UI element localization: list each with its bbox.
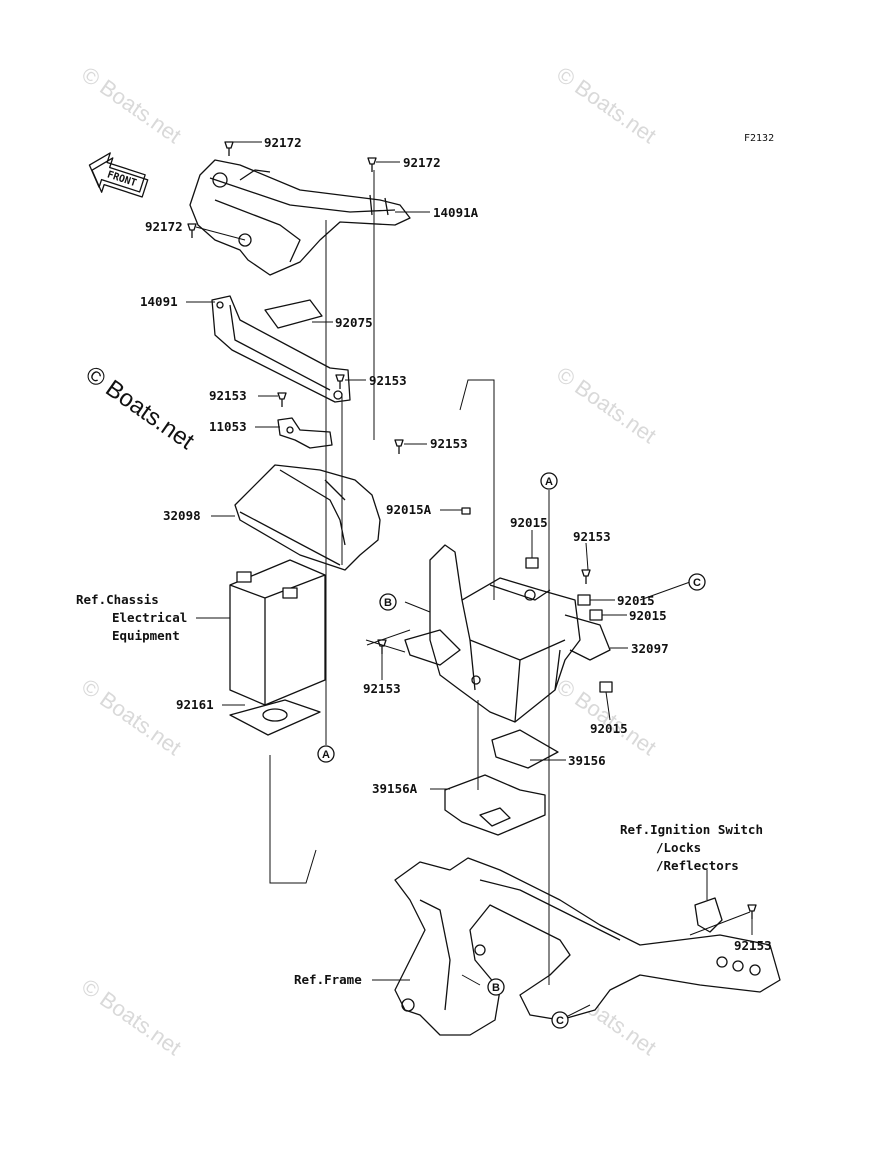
ref-chassis-line2: Electrical	[112, 610, 187, 625]
screw-icons-upper	[187, 141, 471, 515]
figure-code: F2132	[744, 133, 774, 144]
callout-b-lower: B	[487, 978, 505, 996]
label-92153-d: 92153	[573, 529, 611, 544]
cover-14091A	[189, 159, 411, 276]
mat-39156A	[444, 774, 546, 836]
svg-text:C: C	[693, 577, 701, 589]
tray-92161	[229, 699, 321, 736]
label-32097: 32097	[631, 641, 669, 656]
leader-lines	[186, 141, 753, 1021]
callout-c-lower: C	[551, 1011, 569, 1029]
bracket-14091	[211, 295, 351, 403]
label-92015A: 92015A	[386, 502, 432, 517]
label-14091: 14091	[140, 294, 178, 309]
label-92153-b: 92153	[209, 388, 247, 403]
svg-text:A: A	[545, 476, 553, 488]
label-92015-top: 92015	[510, 515, 548, 530]
plate-92075	[264, 299, 323, 329]
label-39156: 39156	[568, 753, 606, 768]
label-92015-r2: 92015	[629, 608, 667, 623]
battery-ref-chassis	[229, 559, 326, 706]
ref-ignition-line3: /Reflectors	[656, 858, 739, 873]
battery-case-32097	[404, 544, 611, 723]
ref-labels: Ref.Chassis Electrical Equipment Ref.Ign…	[76, 592, 763, 987]
part-labels: 92172 92172 92172 14091A 14091 92075 921…	[140, 135, 772, 953]
callout-c-upper: C	[688, 573, 706, 591]
front-arrow-icon: FRONT	[88, 152, 149, 198]
label-11053: 11053	[209, 419, 247, 434]
label-92172-top: 92172	[264, 135, 302, 150]
label-92153-f: 92153	[734, 938, 772, 953]
ref-frame: Ref.Frame	[294, 972, 362, 987]
bracket-11053	[277, 417, 333, 449]
watermark: © Boats.net	[552, 362, 661, 449]
ref-chassis-line3: Equipment	[112, 628, 180, 643]
label-32098: 32098	[163, 508, 201, 523]
label-92172-mid: 92172	[403, 155, 441, 170]
callout-a-upper: A	[540, 472, 558, 490]
label-92015-bot: 92015	[590, 721, 628, 736]
label-92153-a: 92153	[369, 373, 407, 388]
watermark: © Boats.net	[77, 674, 186, 761]
label-92075: 92075	[335, 315, 373, 330]
svg-text:B: B	[384, 597, 392, 609]
callout-a-lower: A	[317, 745, 335, 763]
label-92161: 92161	[176, 697, 214, 712]
ref-ignition-line2: /Locks	[656, 840, 701, 855]
cover-32098	[234, 464, 381, 571]
svg-text:A: A	[322, 749, 330, 761]
svg-text:C: C	[556, 1015, 564, 1027]
label-14091A: 14091A	[433, 205, 479, 220]
watermark: © Boats.net	[77, 974, 186, 1061]
callout-b-upper: B	[379, 593, 397, 611]
watermark: © Boats.net	[77, 62, 186, 149]
watermark: © Boats.net	[552, 62, 661, 149]
svg-text:B: B	[492, 982, 500, 994]
label-92153-e: 92153	[363, 681, 401, 696]
ref-chassis-line1: Ref.Chassis	[76, 592, 159, 607]
label-39156A: 39156A	[372, 781, 418, 796]
label-92153-c: 92153	[430, 436, 468, 451]
watermark-dark: © Boats.net	[81, 361, 200, 455]
label-92015-r1: 92015	[617, 593, 655, 608]
ref-ignition-line1: Ref.Ignition Switch	[620, 822, 763, 837]
mat-39156	[491, 729, 559, 769]
frame-ref	[394, 857, 781, 1036]
label-92172-left: 92172	[145, 219, 183, 234]
